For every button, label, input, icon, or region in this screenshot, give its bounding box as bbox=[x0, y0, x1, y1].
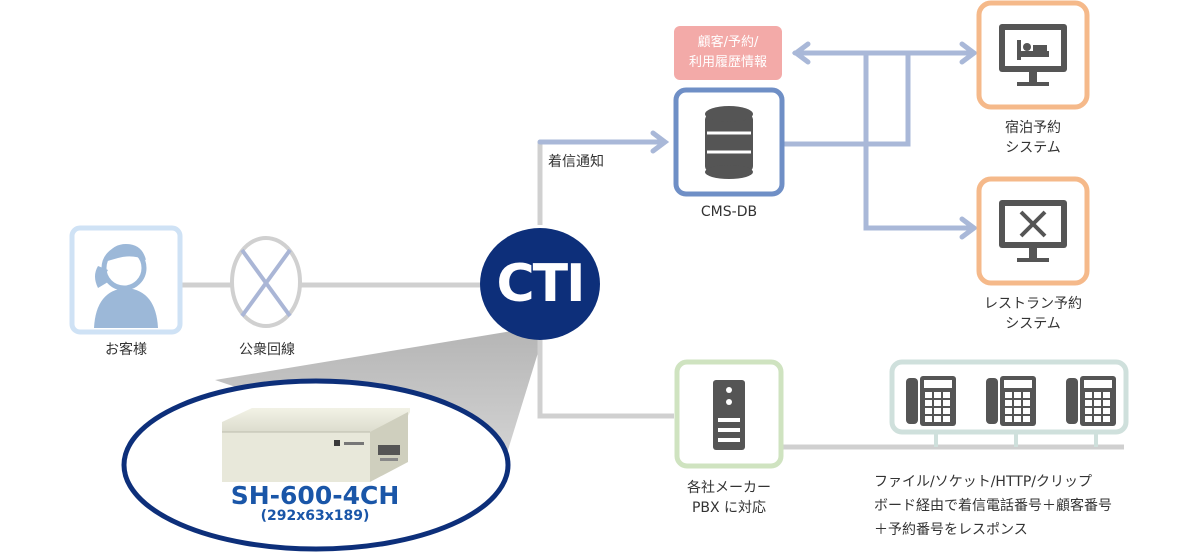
restaurant-label-line-1: レストラン予約 bbox=[984, 296, 1082, 312]
response-line-2: ボード経由で着信電話番号＋顧客番号 bbox=[874, 498, 1112, 514]
hotel-label-line-1: 宿泊予約 bbox=[1005, 120, 1061, 136]
customer-icon bbox=[69, 225, 183, 335]
cti-node: CTI bbox=[480, 228, 600, 340]
restaurant-system-icon bbox=[976, 176, 1090, 286]
response-line-1: ファイル/ソケット/HTTP/クリップ bbox=[874, 474, 1092, 490]
customer-info-badge: 顧客/予約/ 利用履歴情報 bbox=[674, 26, 782, 80]
badge-line-2: 利用履歴情報 bbox=[688, 55, 767, 70]
hotel-system-label: 宿泊予約 システム bbox=[960, 118, 1106, 158]
pbx-label: 各社メーカー PBX に対応 bbox=[664, 478, 794, 518]
phones-group bbox=[906, 376, 1116, 426]
product-dimensions: (292x63x189) bbox=[260, 508, 370, 524]
customer-label: お客様 bbox=[105, 342, 147, 358]
hotel-label-line-2: システム bbox=[1005, 140, 1061, 156]
public-line-label: 公衆回線 bbox=[239, 342, 295, 358]
cms-db-icon bbox=[673, 87, 785, 197]
phone-icon bbox=[986, 376, 1036, 426]
phone-icon bbox=[906, 376, 956, 426]
restaurant-label-line-2: システム bbox=[1005, 316, 1061, 332]
response-line-3: ＋予約番号をレスポンス bbox=[874, 522, 1028, 538]
product-model: SH-600-4CH bbox=[230, 481, 400, 510]
pbx-label-line-2: PBX に対応 bbox=[691, 500, 767, 516]
response-description: ファイル/ソケット/HTTP/クリップ ボード経由で着信電話番号＋顧客番号 ＋予… bbox=[874, 470, 1112, 542]
badge-line-1: 顧客/予約/ bbox=[697, 35, 759, 50]
arrow-lines bbox=[537, 41, 979, 240]
restaurant-system-label: レストラン予約 システム bbox=[960, 294, 1106, 334]
phone-icon bbox=[1066, 376, 1116, 426]
device-image bbox=[222, 408, 410, 482]
connection-lines bbox=[182, 142, 1124, 450]
cms-db-label: CMS-DB bbox=[700, 204, 758, 220]
hotel-system-icon bbox=[976, 0, 1090, 110]
public-line-icon bbox=[230, 236, 302, 328]
pbx-server-icon bbox=[674, 359, 784, 469]
pbx-label-line-1: 各社メーカー bbox=[687, 480, 771, 496]
incoming-notice-label: 着信通知 bbox=[548, 154, 604, 170]
